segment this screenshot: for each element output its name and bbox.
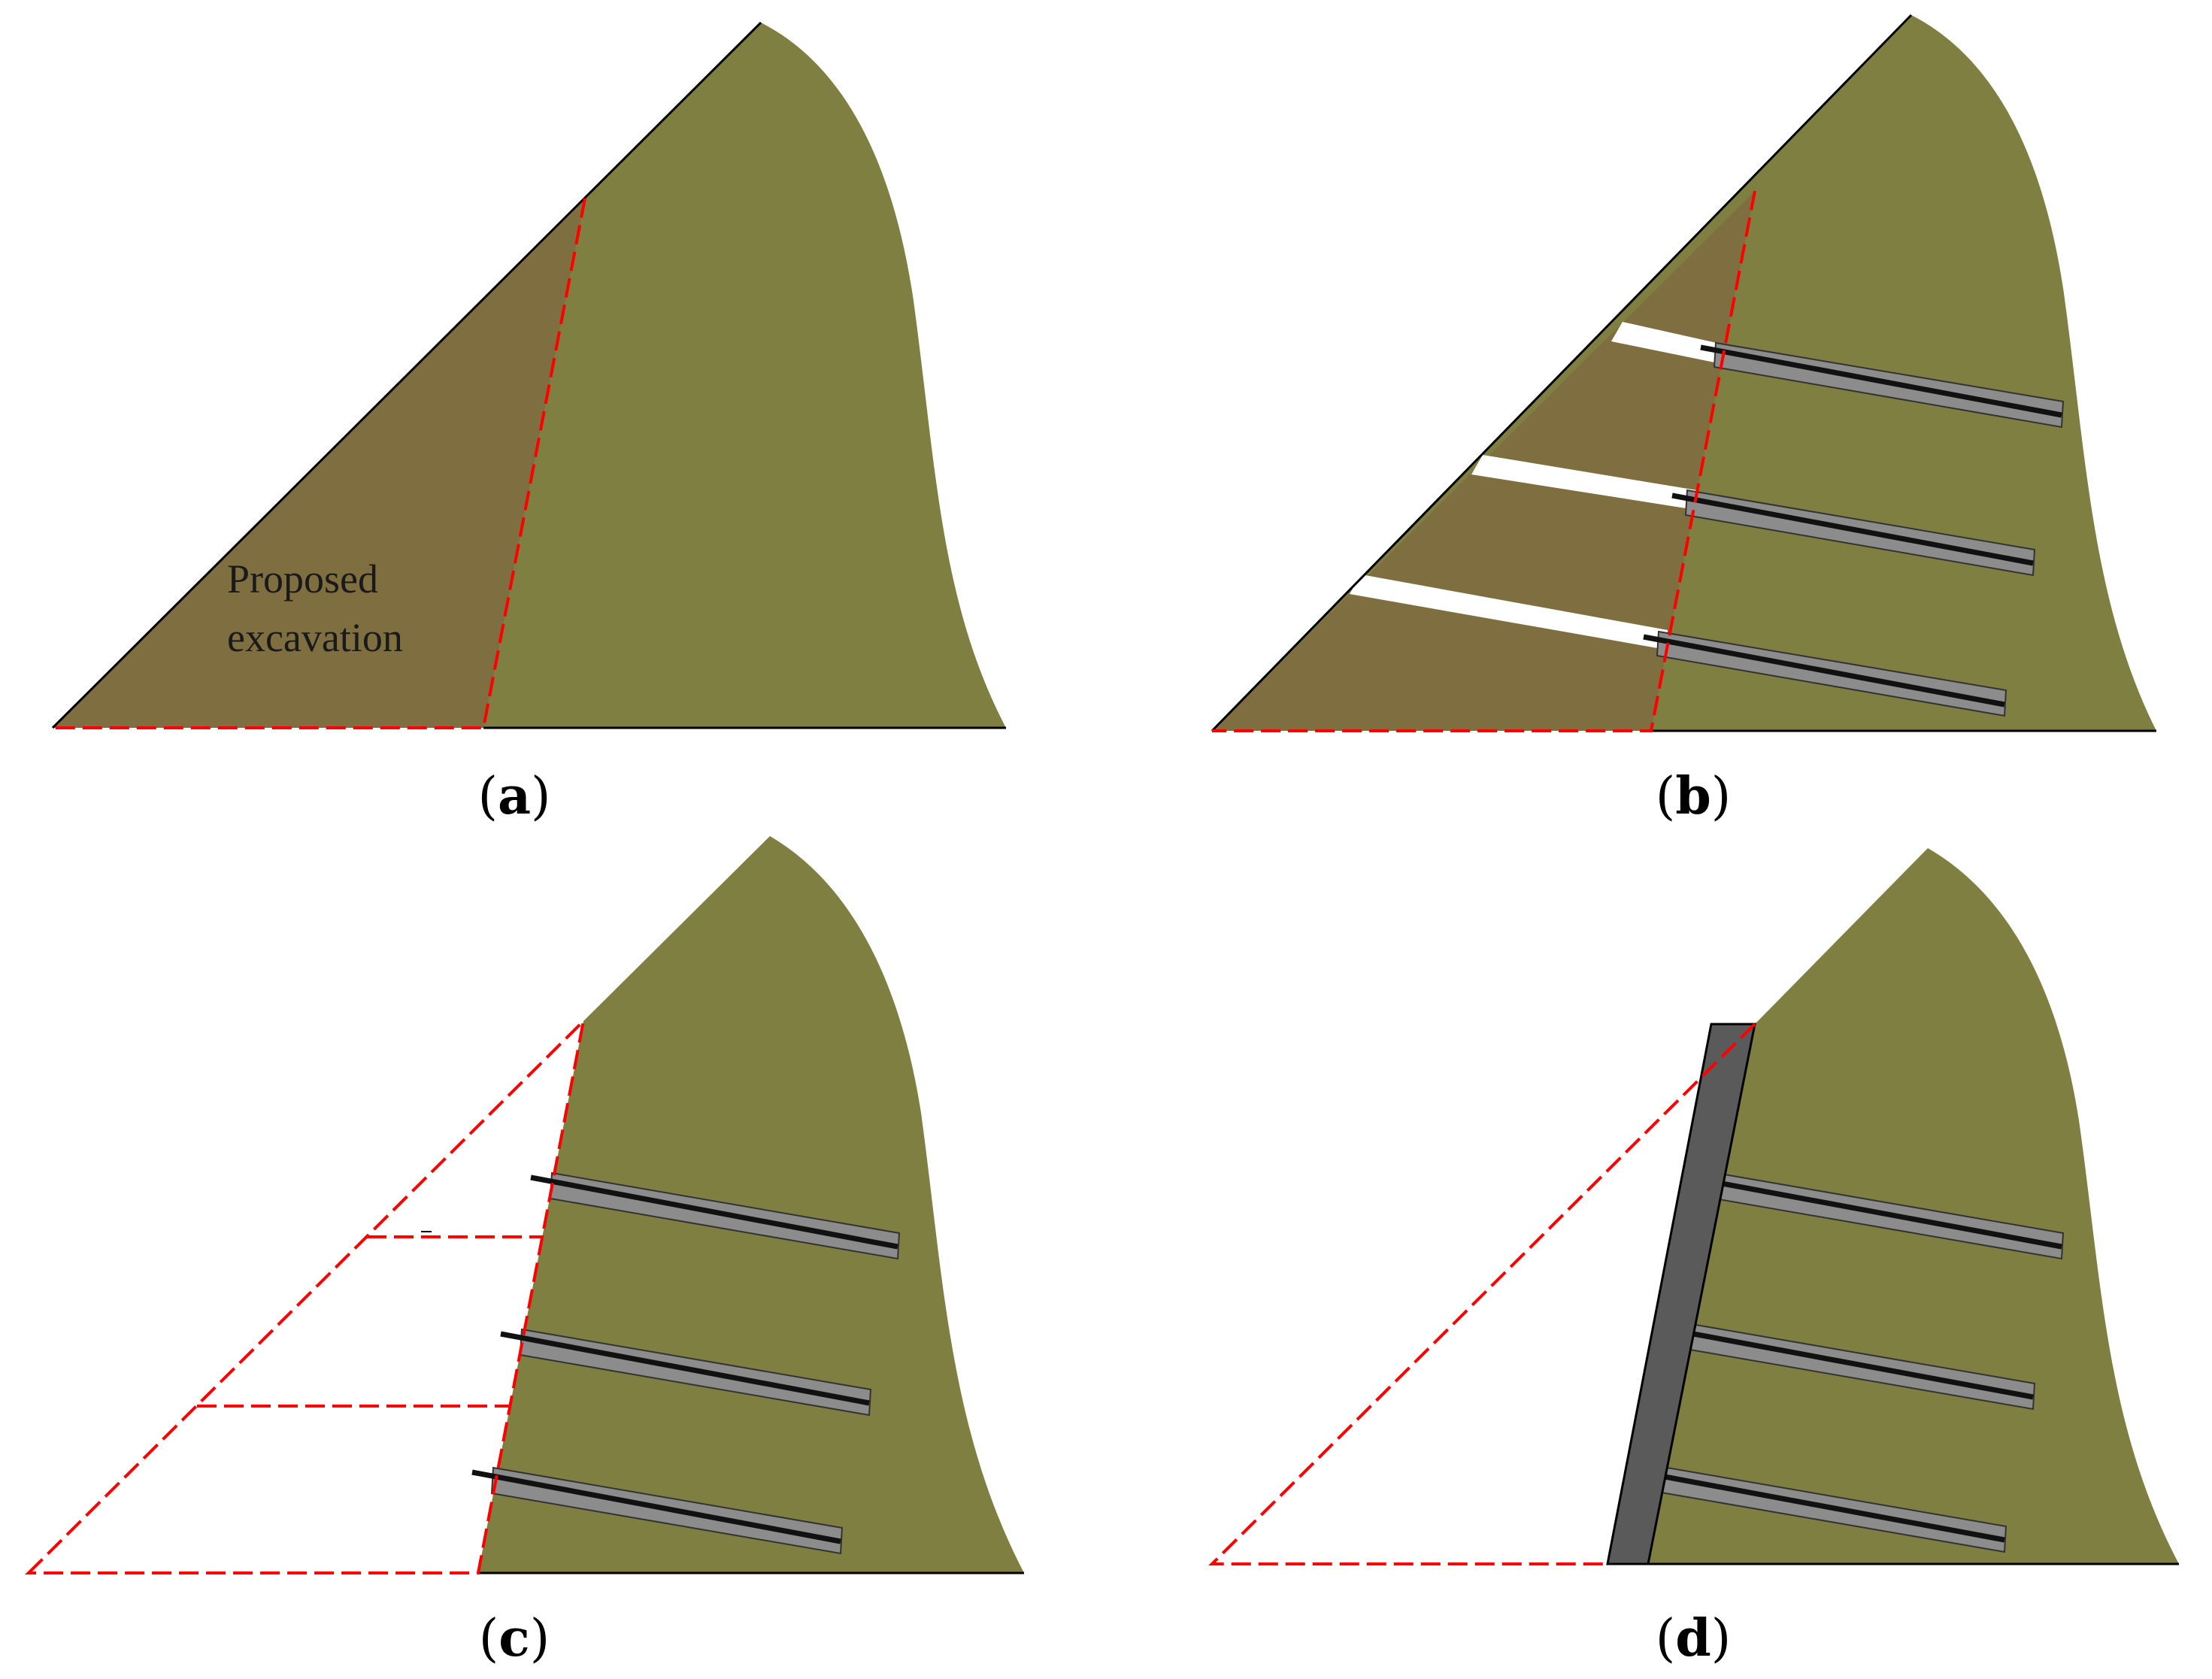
soil-mass <box>478 836 1024 1573</box>
excavation-boundary-dashed <box>53 198 586 729</box>
soil-nail-2 <box>1671 489 2036 577</box>
panel-a-caption: (a) <box>477 766 550 826</box>
soil-nail-1 <box>1700 341 2065 429</box>
slope-face-line <box>1211 14 1913 732</box>
soil-nail-3 <box>1643 630 2007 717</box>
label-line-1: Proposed <box>227 556 378 602</box>
soil-nail-3 <box>471 1466 844 1555</box>
panel-a: Proposed excavation (a) <box>51 21 1006 826</box>
panel-b: (b) <box>1211 14 2156 826</box>
panel-c-caption: (c) <box>479 1608 550 1668</box>
original-slope-outline-dashed <box>1208 1023 1756 1565</box>
slope-face-line <box>51 21 762 729</box>
drill-hole-2 <box>1471 455 1697 510</box>
proposed-excavation-label: Proposed excavation <box>227 556 403 660</box>
excavated-zone-outline-dashed <box>25 1017 586 1574</box>
panel-d-caption: (d) <box>1656 1608 1732 1668</box>
panel-c: (c) <box>25 836 1024 1668</box>
facing-wall <box>1606 1023 1756 1565</box>
label-line-2: excavation <box>227 615 403 660</box>
panel-d: (d) <box>1208 848 2179 1668</box>
panel-b-caption: (b) <box>1656 766 1732 826</box>
excavation-boundary-dashed <box>1212 190 1756 732</box>
drill-hole-1 <box>1611 322 1723 364</box>
drill-hole-3 <box>1350 574 1668 650</box>
